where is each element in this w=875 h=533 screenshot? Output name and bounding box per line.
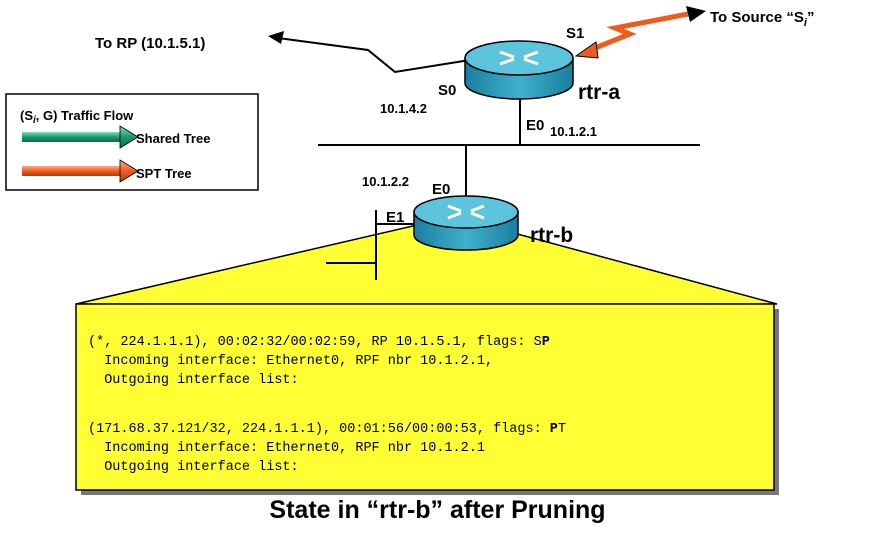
e0-b-label: E0 xyxy=(432,181,450,198)
to-source-label: To Source “Si” xyxy=(710,9,814,29)
shared-tree-swatch xyxy=(22,125,139,149)
spt-tree-swatch xyxy=(22,159,139,183)
legend-title: (Si, G) Traffic Flow xyxy=(20,108,134,126)
legend: (Si, G) Traffic Flow Shared Tree SPT Tre… xyxy=(5,93,259,191)
terminal-line-5: Incoming interface: Ethernet0, RPF nbr 1… xyxy=(88,441,485,456)
rtr-b-label: rtr-b xyxy=(530,224,573,247)
slide-caption: State in “rtr-b” after Pruning xyxy=(269,496,606,524)
serial-link-to-rp xyxy=(277,37,471,74)
e0-a-label: E0 xyxy=(526,117,544,134)
legend-spt-tree: SPT Tree xyxy=(136,166,192,181)
s1-label: S1 xyxy=(566,25,584,42)
terminal-line-1: (*, 224.1.1.1), 00:02:32/00:02:59, RP 10… xyxy=(88,335,550,350)
ip-s0-label: 10.1.4.2 xyxy=(380,101,427,116)
router-rtr-a xyxy=(464,40,574,100)
terminal-output-box xyxy=(75,303,775,491)
ip-e0-b-label: 10.1.2.2 xyxy=(362,174,409,189)
to-rp-label: To RP (10.1.5.1) xyxy=(95,35,205,52)
e1-b-label: E1 xyxy=(386,209,404,226)
terminal-line-4: (171.68.37.121/32, 224.1.1.1), 00:01:56/… xyxy=(88,422,566,437)
spt-link-to-source xyxy=(589,11,689,53)
spt-arrowhead-router xyxy=(574,41,599,59)
spt-arrowhead-source xyxy=(686,6,706,22)
rp-arrowhead xyxy=(268,31,284,44)
router-rtr-b xyxy=(413,195,519,251)
ip-e0-a-label: 10.1.2.1 xyxy=(550,124,597,139)
terminal-line-2: Incoming interface: Ethernet0, RPF nbr 1… xyxy=(88,354,493,369)
legend-shared-tree: Shared Tree xyxy=(136,131,210,146)
terminal-line-3: Outgoing interface list: xyxy=(88,373,299,388)
terminal-line-6: Outgoing interface list: xyxy=(88,460,299,475)
rtr-a-label: rtr-a xyxy=(578,81,620,104)
s0-label: S0 xyxy=(438,82,456,99)
